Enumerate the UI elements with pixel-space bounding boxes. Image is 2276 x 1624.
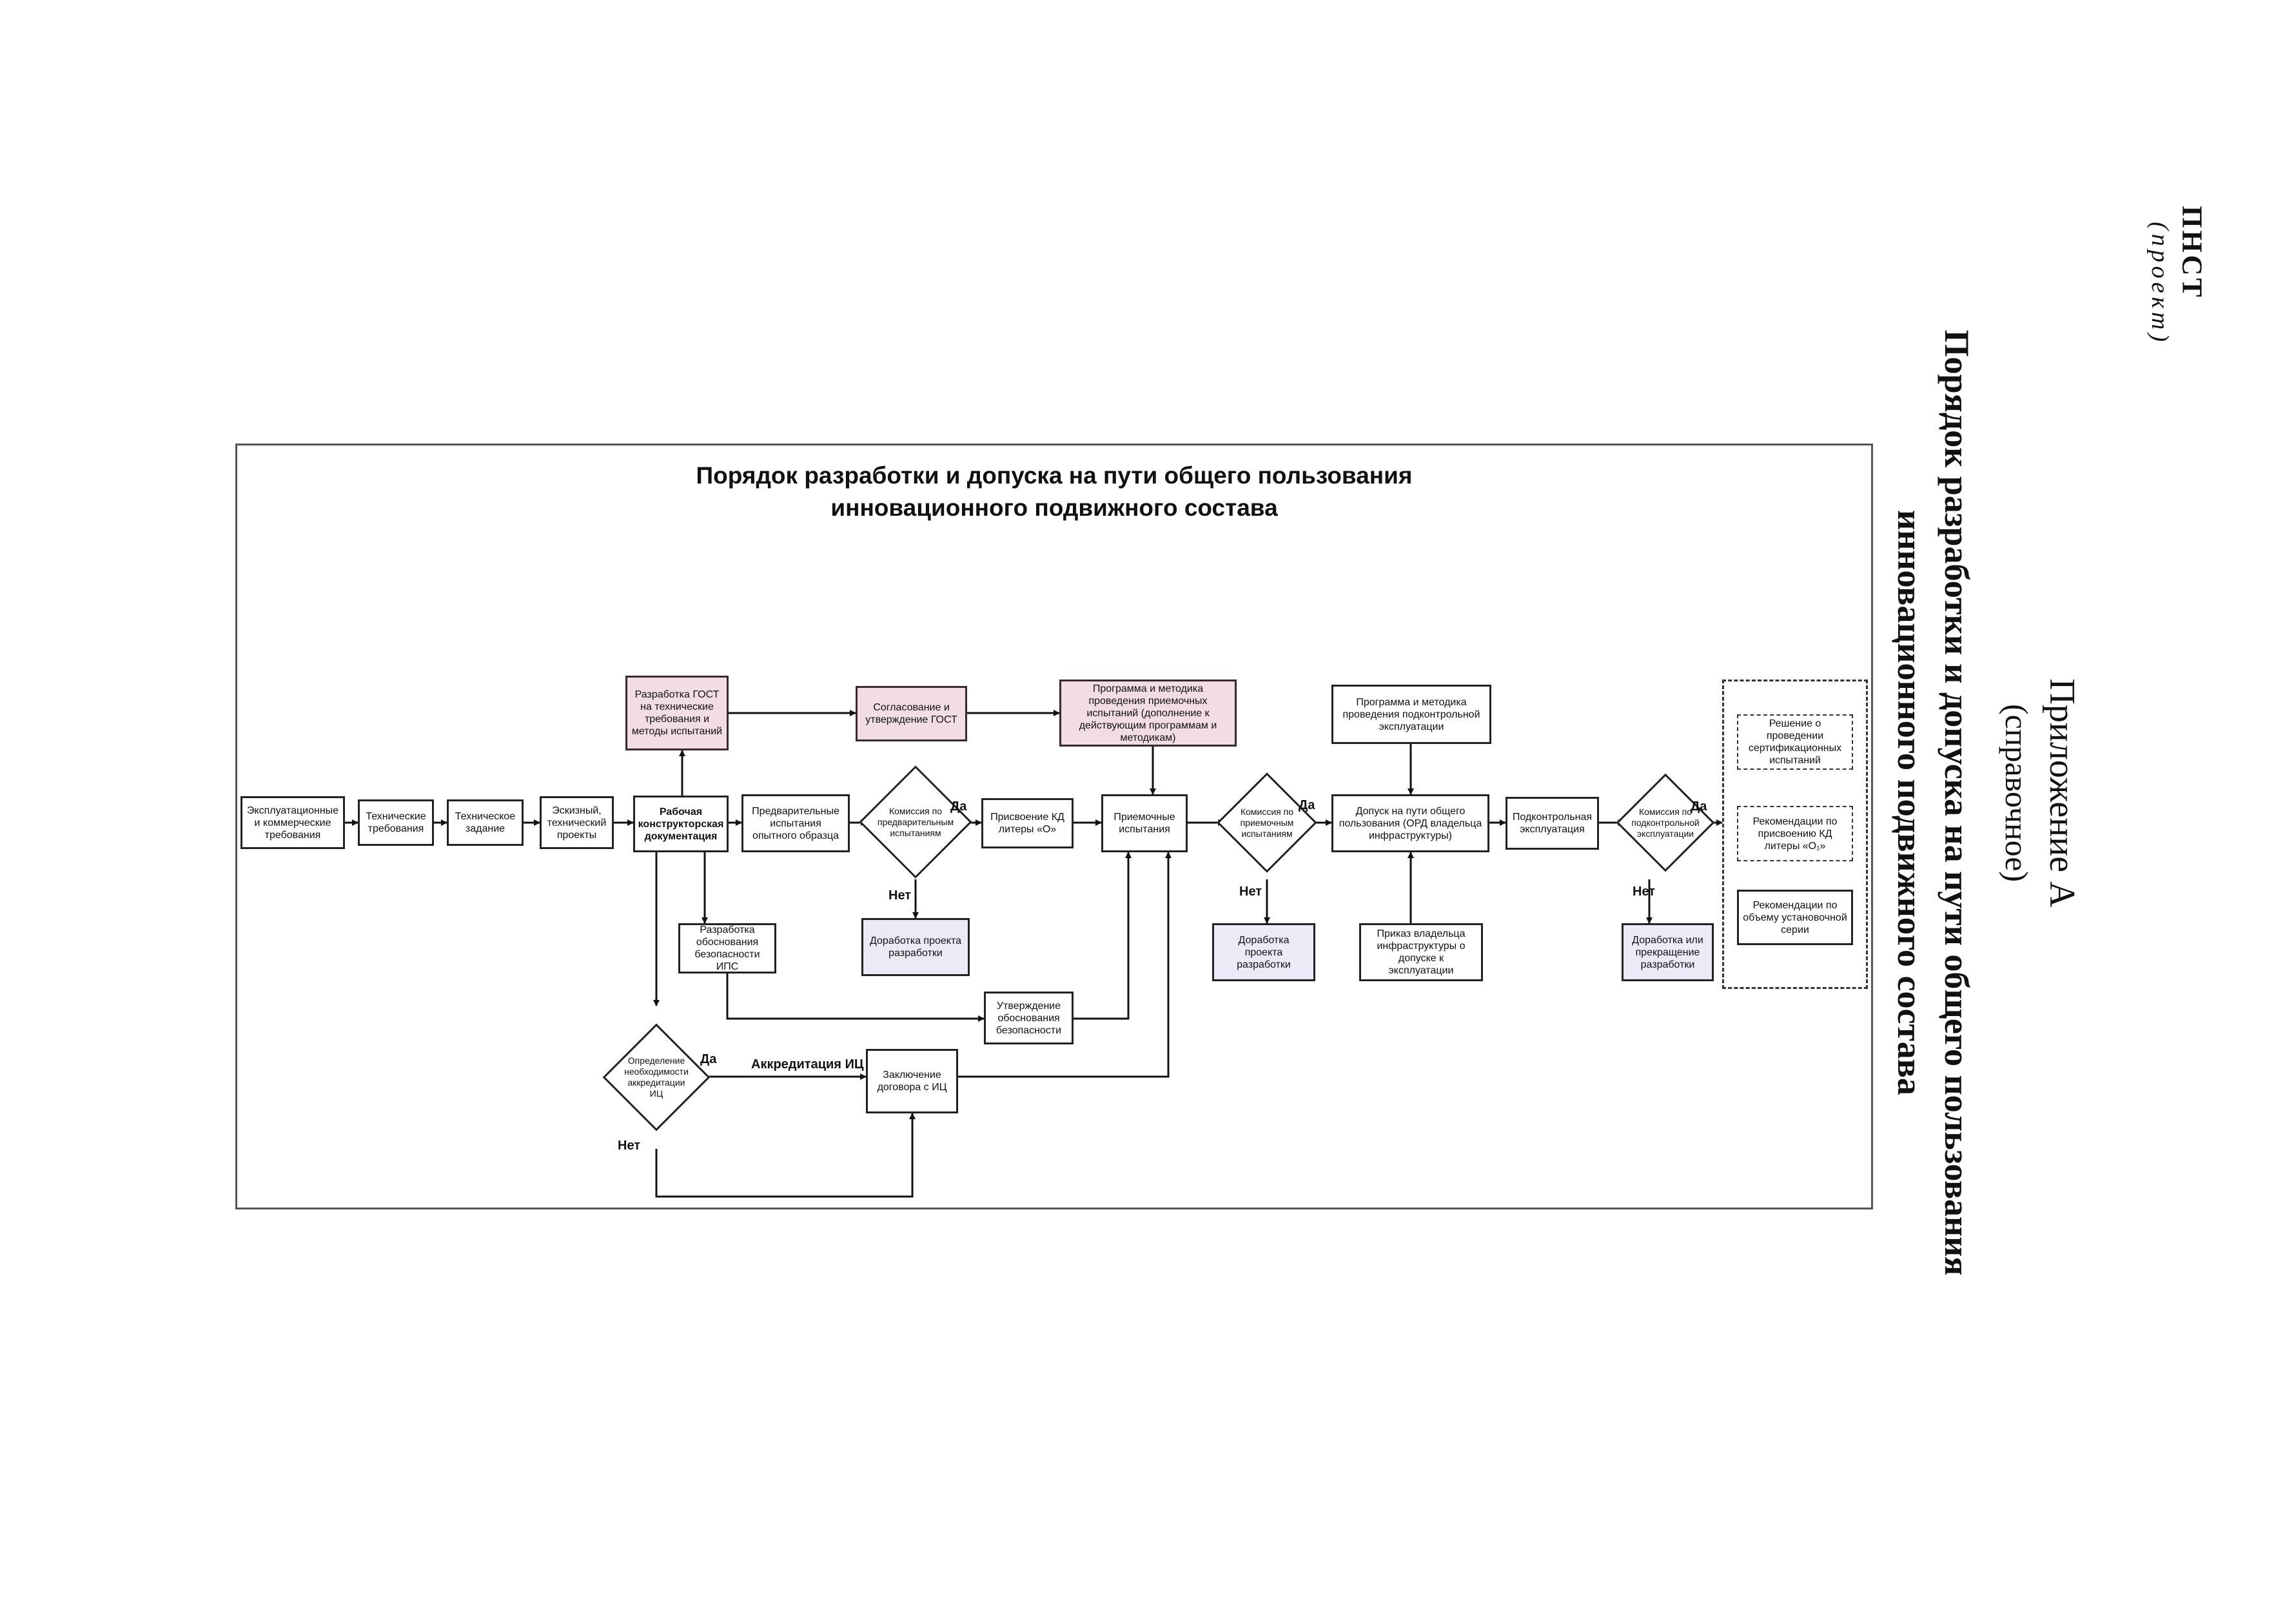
node-sketch-projects: Эскизный, технический проекты — [540, 796, 614, 849]
node-acceptance-tests: Приемочные испытания — [1101, 794, 1188, 852]
node-acceptance-program: Программа и методика проведения приемочн… — [1059, 680, 1237, 747]
decision-text: Комиссия по подконтрольной эксплуатации — [1631, 806, 1700, 839]
node-assign-litera-o: Присвоение КД литеры «О» — [981, 798, 1074, 848]
label-yes-prelim: Да — [950, 799, 967, 814]
node-admission: Допуск на пути общего пользования (ОРД в… — [1331, 794, 1489, 852]
node-ops-requirements: Эксплуатационные и коммерческие требован… — [240, 796, 345, 849]
label-no-control: Нет — [1633, 885, 1656, 899]
outcomes-group — [1722, 680, 1868, 989]
label-no-accreditation: Нет — [618, 1139, 641, 1153]
diagram-title-line2: инновационного подвижного состава — [830, 494, 1278, 521]
node-certification-decision: Решение о проведении сертификационных ис… — [1737, 714, 1853, 770]
node-rework-1: Доработка проекта разработки — [861, 918, 970, 976]
node-rework-3: Доработка или прекращение разработки — [1622, 923, 1714, 981]
label-no-accept: Нет — [1239, 885, 1262, 899]
node-safety-approval: Утверждение обоснования безопасности — [984, 992, 1074, 1044]
node-tech-task: Техническое задание — [447, 799, 524, 846]
diagram-title-line1: Порядок разработки и допуска на пути общ… — [696, 462, 1413, 489]
label-yes-control: Да — [1691, 799, 1707, 814]
decision-prelim-commission: Комиссия по предварительным испытаниям — [859, 753, 972, 891]
label-yes-accreditation: Да — [700, 1052, 717, 1066]
node-gost-development: Разработка ГОСТ на технические требовани… — [625, 676, 729, 750]
label-no-prelim: Нет — [888, 888, 912, 903]
decision-text: Комиссия по предварительным испытаниям — [877, 805, 954, 838]
label-yes-accept: Да — [1299, 798, 1315, 812]
decision-accept-commission: Комиссия по приемочным испытаниям — [1217, 766, 1317, 879]
decision-accreditation-need: Определение необходимости аккредитации И… — [602, 1006, 711, 1149]
decision-text: Комиссия по приемочным испытаниям — [1240, 806, 1294, 839]
node-working-documentation: Рабочая конструкторская документация — [633, 796, 729, 852]
node-rework-2: Доработка проекта разработки — [1212, 923, 1315, 981]
node-preliminary-tests: Предварительные испытания опытного образ… — [741, 794, 850, 852]
node-admission-order: Приказ владельца инфраструктуры о допуск… — [1359, 923, 1483, 981]
decision-control-commission: Комиссия по подконтрольной эксплуатации — [1616, 766, 1715, 879]
node-controlled-operation: Подконтрольная эксплуатация — [1506, 797, 1599, 850]
node-safety-justification: Разработка обоснования безопасности ИПС — [678, 923, 776, 973]
decision-text: Определение необходимости аккредитации И… — [624, 1055, 689, 1099]
label-accreditation: Аккредитация ИЦ — [751, 1057, 864, 1071]
node-contract-with-center: Заключение договора с ИЦ — [866, 1049, 958, 1113]
node-series-recommendation: Рекомендации по объему установочной сери… — [1737, 890, 1853, 945]
node-tech-requirements: Технические требования — [358, 799, 434, 846]
node-gost-approval: Согласование и утверждение ГОСТ — [856, 686, 967, 741]
node-control-ops-program: Программа и методика проведения подконтр… — [1331, 685, 1491, 744]
node-assign-litera-o1: Рекомендации по присвоению КД литеры «О₁… — [1737, 806, 1853, 861]
